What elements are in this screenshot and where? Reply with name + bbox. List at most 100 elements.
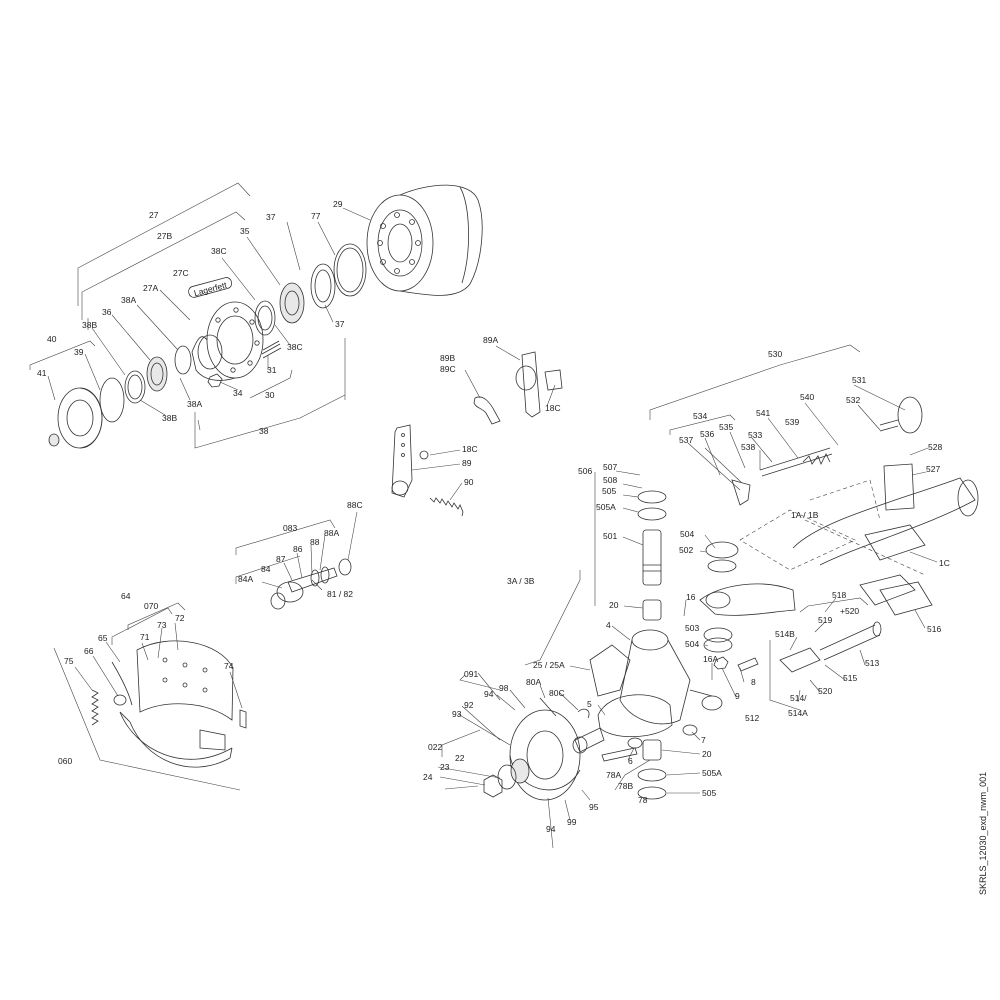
callout: 537 <box>679 435 693 445</box>
callout: 80A <box>526 677 541 687</box>
bushing-20-lower <box>642 739 662 761</box>
callout: 534 <box>693 411 707 421</box>
tie-rod-513 <box>819 624 881 661</box>
callout: 81 / 82 <box>327 589 353 599</box>
callout: 27B <box>157 231 172 241</box>
plug-7 <box>682 724 698 736</box>
callout: 516 <box>927 624 941 634</box>
callout: 65 <box>98 633 108 643</box>
callout: 541 <box>756 408 770 418</box>
grease-label: Lagerfett <box>193 280 229 299</box>
callout: 20 <box>609 600 619 610</box>
hub-cap <box>48 387 103 449</box>
callout: 505 <box>602 486 616 496</box>
callout: 84A <box>238 574 253 584</box>
callout: +520 <box>840 606 859 616</box>
bearing-23 <box>497 764 517 790</box>
callout: 20 <box>702 749 712 759</box>
linkage-537 <box>731 479 751 506</box>
callout: 502 <box>679 545 693 555</box>
callout: 94 <box>546 824 556 834</box>
bearing-36 <box>146 356 168 392</box>
callout: 31 <box>267 365 277 375</box>
callout: 23 <box>440 762 450 772</box>
callout: 38C <box>287 342 303 352</box>
callout: 083 <box>283 523 297 533</box>
callout: 8 <box>751 677 756 687</box>
dust-shield <box>509 709 581 801</box>
callout: 38A <box>187 399 202 409</box>
nut-24 <box>483 774 503 798</box>
callout: 512 <box>745 713 759 723</box>
clevis <box>473 396 501 425</box>
callout: 519 <box>818 615 832 625</box>
callout: 18C <box>545 403 561 413</box>
ring-38a-upper <box>174 345 192 375</box>
callout: 89A <box>483 335 498 345</box>
gasket-505a <box>637 507 667 521</box>
callout: 7 <box>701 735 706 745</box>
callout: 520 <box>818 686 832 696</box>
slack-adjuster <box>391 424 429 498</box>
callout: 25 / 25A <box>533 660 565 670</box>
callout: 88A <box>324 528 339 538</box>
ring-77 <box>333 243 367 297</box>
seal-502 <box>705 541 739 559</box>
callout: 89C <box>440 364 456 374</box>
boot-539 <box>802 453 831 465</box>
callout: 18C <box>462 444 478 454</box>
camshaft-assembly <box>270 558 352 610</box>
anchor-plate <box>589 644 631 697</box>
callout: 38B <box>82 320 97 330</box>
callout: 75 <box>64 656 74 666</box>
callout: 78A <box>606 770 621 780</box>
leader-lines <box>47 207 938 849</box>
callout: 73 <box>157 620 167 630</box>
callout: 92 <box>464 700 474 710</box>
callout: 505 <box>702 788 716 798</box>
callout: 36 <box>102 307 112 317</box>
callout: 95 <box>589 802 599 812</box>
callout: 503 <box>685 623 699 633</box>
callout: 38A <box>121 295 136 305</box>
group-brackets <box>29 182 926 791</box>
bushing-20 <box>642 599 662 621</box>
callout: 34 <box>233 388 243 398</box>
callout: 505A <box>702 768 722 778</box>
nut-9 <box>713 656 729 670</box>
clamp-516 <box>879 581 933 616</box>
ring-38c <box>254 300 276 336</box>
callout: 89 <box>462 458 472 468</box>
callout: 527 <box>926 464 940 474</box>
part-labels: 27 27B 27C 27A 37 77 29 35 38C 38A 36 38… <box>37 199 950 834</box>
callout: 37 <box>266 212 276 222</box>
axle-beam <box>699 477 979 616</box>
tie-rod-end-515 <box>779 647 821 673</box>
wheel-stud <box>261 340 282 359</box>
gasket-505a-lower <box>637 768 667 782</box>
callout: 78B <box>618 781 633 791</box>
callout: 38 <box>259 426 269 436</box>
callout: 71 <box>140 632 150 642</box>
bracket-527 <box>883 463 915 511</box>
callout: 74 <box>224 661 234 671</box>
callout: 27C <box>173 268 189 278</box>
callout: 86 <box>293 544 303 554</box>
callout: 518 <box>832 590 846 600</box>
o-ring-39 <box>99 377 125 423</box>
callout: 501 <box>603 531 617 541</box>
bolt-8 <box>737 657 759 672</box>
callout: 513 <box>865 658 879 668</box>
seal-38b <box>124 370 146 404</box>
callout: 515 <box>843 673 857 683</box>
callout: 514/ <box>790 693 807 703</box>
callout: 98 <box>499 683 509 693</box>
callout: 78 <box>638 795 648 805</box>
callout: 35 <box>240 226 250 236</box>
callout: 528 <box>928 442 942 452</box>
callout: 99 <box>567 817 577 827</box>
tie-rod <box>759 447 833 477</box>
document-id: SKRLS_12030_exd_nwm_001 <box>978 771 988 895</box>
nut-34 <box>207 373 223 388</box>
callout: 539 <box>785 417 799 427</box>
